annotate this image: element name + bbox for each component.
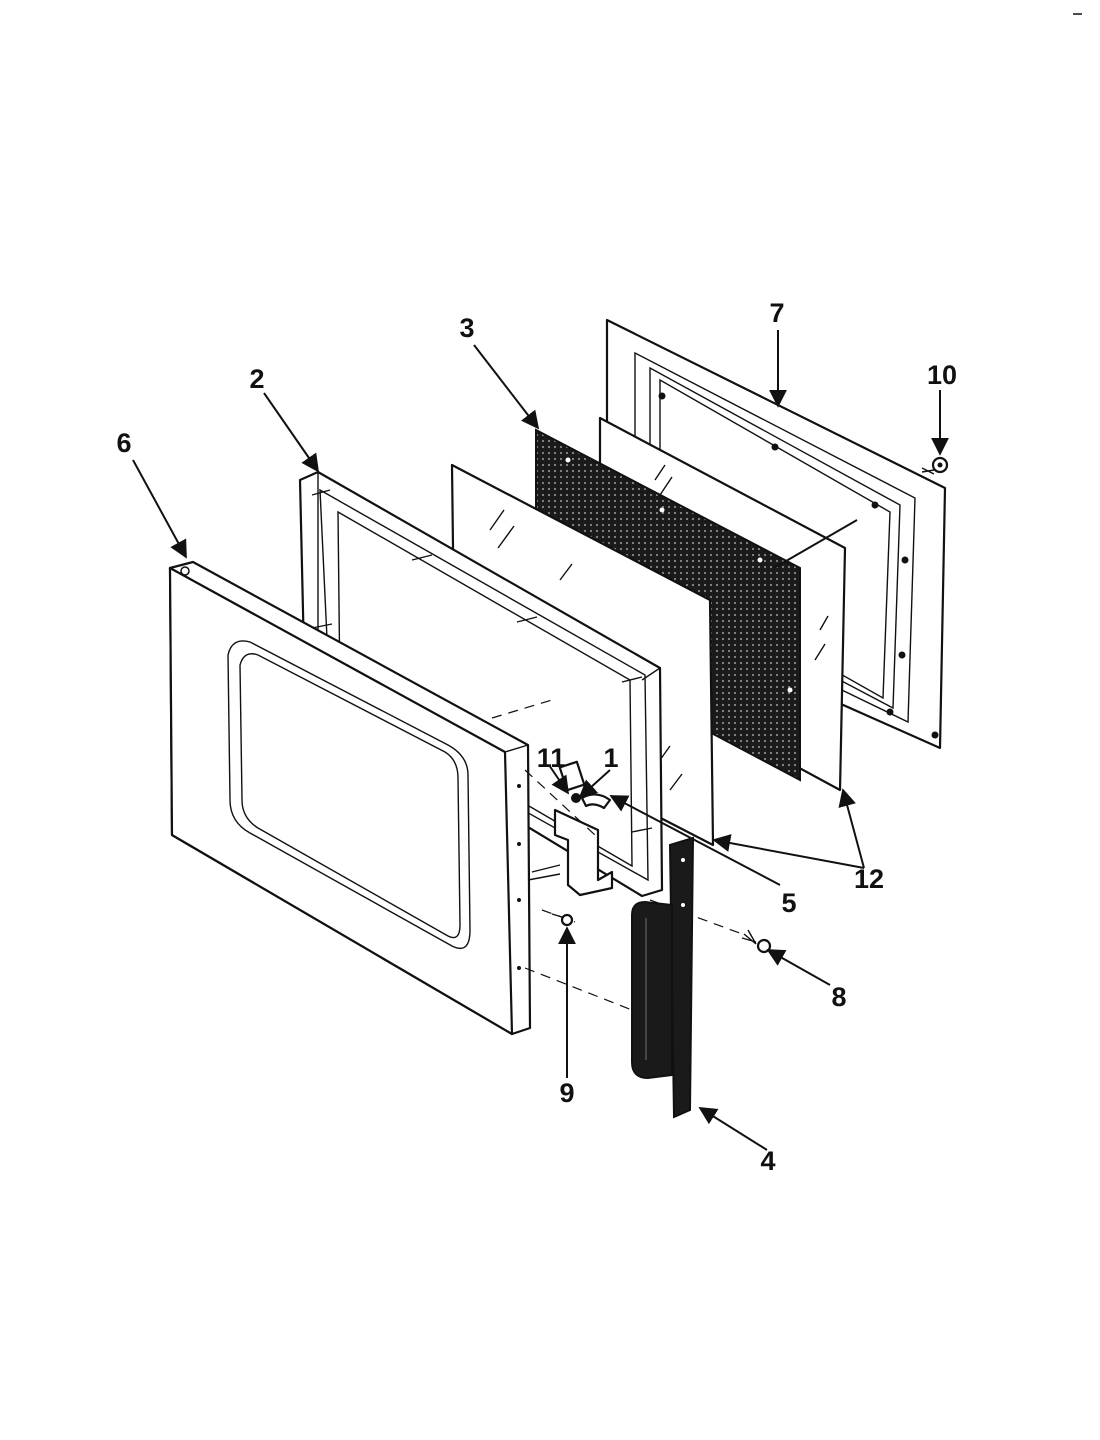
- callout-5: 5: [781, 888, 796, 918]
- callout-1: 1: [603, 743, 618, 773]
- door-handle: [631, 836, 695, 1119]
- screw-9: [551, 913, 574, 927]
- latch-assembly: [527, 760, 614, 897]
- callout-4: 4: [760, 1146, 775, 1176]
- callout-8: 8: [831, 982, 846, 1012]
- callout-labels: 6 2 3 7 10 1 11 5 12 8 9 4: [116, 298, 957, 1176]
- screw-10: [921, 456, 949, 475]
- callout-3: 3: [459, 313, 474, 343]
- callout-2: 2: [249, 364, 264, 394]
- screw-8: [741, 929, 772, 954]
- leader-lines: [132, 330, 949, 1151]
- callout-9: 9: [559, 1078, 574, 1108]
- callout-7: 7: [769, 298, 784, 328]
- callout-12: 12: [854, 864, 884, 894]
- front-door-panel: [168, 560, 532, 1036]
- callout-11: 11: [537, 743, 566, 773]
- callout-10: 10: [927, 360, 957, 390]
- callout-6: 6: [116, 428, 131, 458]
